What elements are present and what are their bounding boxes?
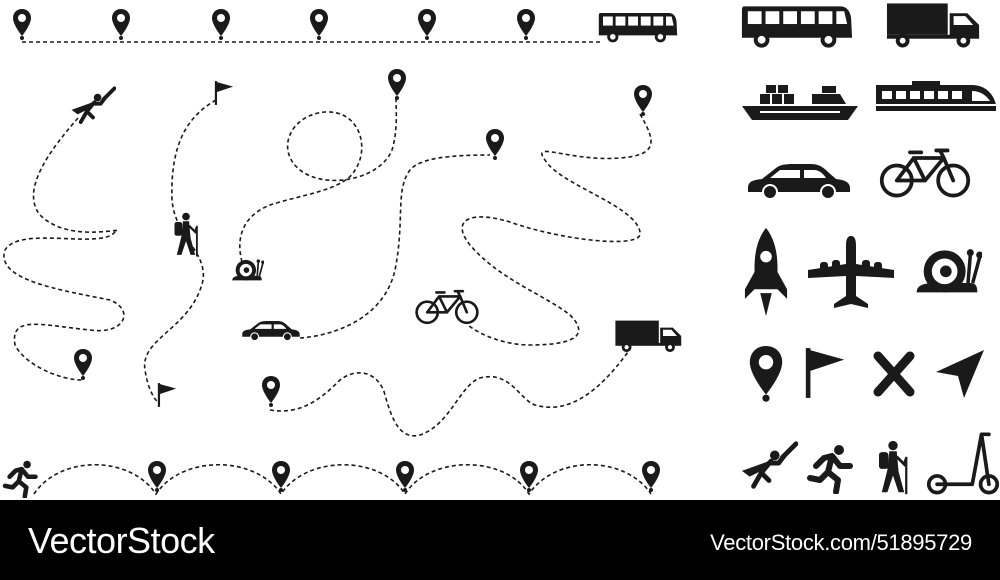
location-pin-icon: [310, 9, 328, 40]
truck-icon: [886, 3, 980, 48]
snail-icon: [914, 247, 982, 295]
bicycle-icon: [415, 289, 479, 325]
route-snail: [239, 97, 398, 263]
brand-logo-text: VectorStock: [28, 520, 215, 561]
top-line-pins: [13, 9, 678, 43]
route-pin-truck: [269, 351, 629, 437]
location-pin-icon: [13, 9, 31, 40]
car-icon: [747, 163, 851, 200]
flag-icon: [157, 383, 177, 407]
superhero-icon: [70, 86, 116, 125]
route-bike-truck: [461, 113, 652, 346]
snail-icon: [231, 258, 264, 282]
route-illustration: [0, 3, 1000, 500]
navigation-arrow-icon: [936, 350, 984, 398]
location-pin-icon: [396, 461, 414, 492]
route-hiker: [144, 99, 217, 403]
ship-icon: [741, 84, 859, 121]
location-pin-icon: [517, 9, 535, 40]
route-car: [299, 154, 491, 339]
icon-set: [741, 3, 1000, 496]
route-bottom-arcs: [33, 464, 652, 496]
train-icon: [874, 80, 998, 113]
hiker-icon: [877, 440, 909, 496]
location-pin-icon: [74, 349, 92, 380]
cross-icon: [873, 351, 915, 397]
runner-icon: [810, 445, 850, 492]
runner-icon: [5, 461, 35, 497]
car-icon: [241, 320, 301, 342]
watermark-footer: [0, 500, 1000, 580]
location-pin-icon: [749, 346, 783, 402]
route-markers: [70, 69, 682, 407]
flag-icon: [805, 348, 845, 398]
location-pin-icon: [642, 461, 660, 492]
location-pin-icon: [262, 376, 280, 407]
superhero-icon: [742, 444, 796, 487]
bus-icon: [598, 13, 678, 43]
rocket-icon: [744, 227, 788, 317]
bus-icon: [741, 6, 853, 48]
location-pin-icon: [112, 9, 130, 40]
truck-icon: [615, 320, 682, 353]
bicycle-icon: [879, 148, 971, 198]
route-superhero: [3, 117, 125, 381]
flag-icon: [214, 81, 234, 105]
location-pin-icon: [212, 9, 230, 40]
airplane-icon: [808, 236, 894, 308]
location-pin-icon: [388, 69, 406, 100]
location-pin-icon: [148, 461, 166, 492]
dashed-routes: [3, 41, 652, 496]
location-pin-icon: [634, 85, 652, 116]
image-id-text: VectorStock.com/51895729: [710, 530, 972, 555]
location-pin-icon: [520, 461, 538, 492]
location-pin-icon: [418, 9, 436, 40]
scooter-icon: [926, 432, 1000, 495]
